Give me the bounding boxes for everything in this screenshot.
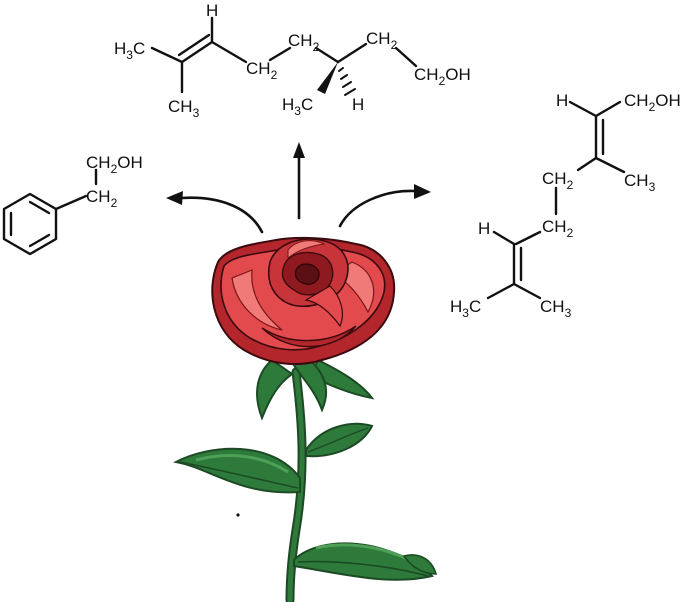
h-label: H (478, 219, 490, 238)
phenylethanol-structure: CH2OH CH2 (2, 153, 143, 256)
ch3-label: CH3 (168, 97, 200, 120)
sepal-center (290, 361, 328, 413)
h-label: H (352, 95, 364, 114)
double-bond-second (177, 33, 211, 57)
h3c-label: H3C (114, 39, 145, 62)
h3c-label: H3C (282, 95, 313, 118)
leaf-highlight (195, 454, 289, 474)
petal-lower (261, 325, 357, 348)
bond (576, 156, 598, 172)
bond (512, 282, 542, 300)
bond (150, 46, 184, 64)
petal (304, 285, 343, 328)
leaf-vein (297, 560, 429, 577)
bond (514, 230, 542, 246)
double-bond (180, 40, 214, 64)
stem-highlight (287, 369, 305, 602)
wedge-bond (317, 62, 338, 94)
petal-light (231, 269, 283, 331)
arrow-to-phenylethanol (166, 191, 264, 234)
geraniol-structure: H CH2OH CH3 CH2 CH2 H H3C CH3 (450, 91, 681, 320)
hash-bond (338, 67, 356, 96)
bond (594, 100, 622, 118)
benzene-ring-icon (2, 192, 58, 256)
ch2-label: CH2 (542, 217, 574, 240)
ch2-label: CH2 (366, 29, 398, 52)
bond (594, 156, 626, 174)
h-label: H (206, 1, 218, 20)
ch2-label: CH2 (288, 31, 320, 54)
leaf-vein (307, 427, 369, 453)
bond (210, 40, 248, 64)
bond (568, 100, 598, 118)
bond (486, 282, 516, 300)
petal-highlight (287, 240, 326, 260)
ch3-label: CH3 (540, 297, 572, 320)
ch2oh-label: CH2OH (624, 91, 681, 114)
h-label: H (556, 91, 568, 110)
leaf-tip (402, 554, 438, 575)
ch2-label: CH2 (542, 169, 574, 192)
arrows (166, 142, 431, 234)
ch3-label: CH3 (624, 171, 656, 194)
h3c-label: H3C (450, 297, 481, 320)
speck (236, 513, 240, 517)
citronellol-structure: H H3C CH3 CH2 CH2 CH2 H3C H CH2OH (114, 1, 471, 120)
bond (336, 42, 368, 64)
bond (492, 230, 516, 246)
ch2-label: CH2 (86, 187, 118, 210)
bond (268, 46, 292, 62)
arrow-to-geraniol (338, 184, 431, 228)
petal-center (294, 263, 320, 285)
ch2-label: CH2 (246, 59, 278, 82)
bond (394, 46, 418, 68)
ch2oh-label: CH2OH (86, 153, 143, 176)
ch2oh-label: CH2OH (414, 65, 471, 88)
leaf-vein (179, 461, 299, 489)
sepal-left (256, 358, 294, 421)
rose-icon (172, 236, 438, 602)
bond (314, 46, 340, 64)
bond (54, 194, 88, 211)
arrow-to-citronellol (293, 142, 305, 220)
